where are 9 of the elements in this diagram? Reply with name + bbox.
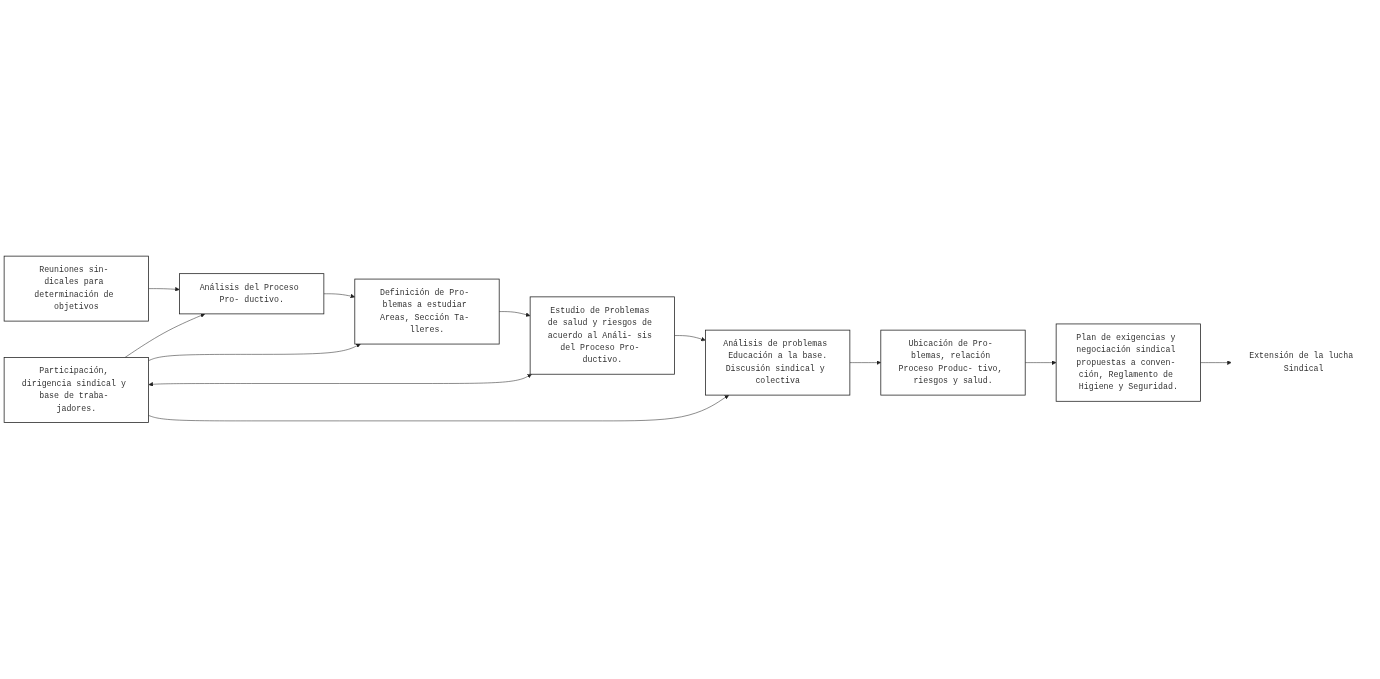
node-box: Definición de Pro- blemas a estudiar Areas, Sección Ta- lleres.: [354, 278, 500, 345]
node-box: Reuniones sin- dicales para determinación de objetivos: [3, 255, 149, 322]
node-box: Análisis del Proceso Pro- ductivo.: [179, 273, 325, 315]
node-box: Ubicación de Pro- blemas, relación Proceso Produc- tivo, riesgos y salud.: [880, 329, 1026, 396]
node-box: Plan de exigencias y negociación sindical propuestas a conven- ción, Reglamento de Higiene y Seguridad.: [1055, 323, 1201, 402]
node-text: Extensión de la lucha Sindical: [1249, 352, 1354, 374]
node-box: Análisis de problemas Educación a la base. Discusión sindical y colectiva: [705, 329, 851, 396]
node-box: Estudio de Problemas de salud y riesgos de acuerdo al Análi- sis del Proceso Pro- ductivo.: [529, 296, 675, 375]
node-box: Participación, dirigencia sindical y base de traba- jadores.: [3, 357, 149, 424]
